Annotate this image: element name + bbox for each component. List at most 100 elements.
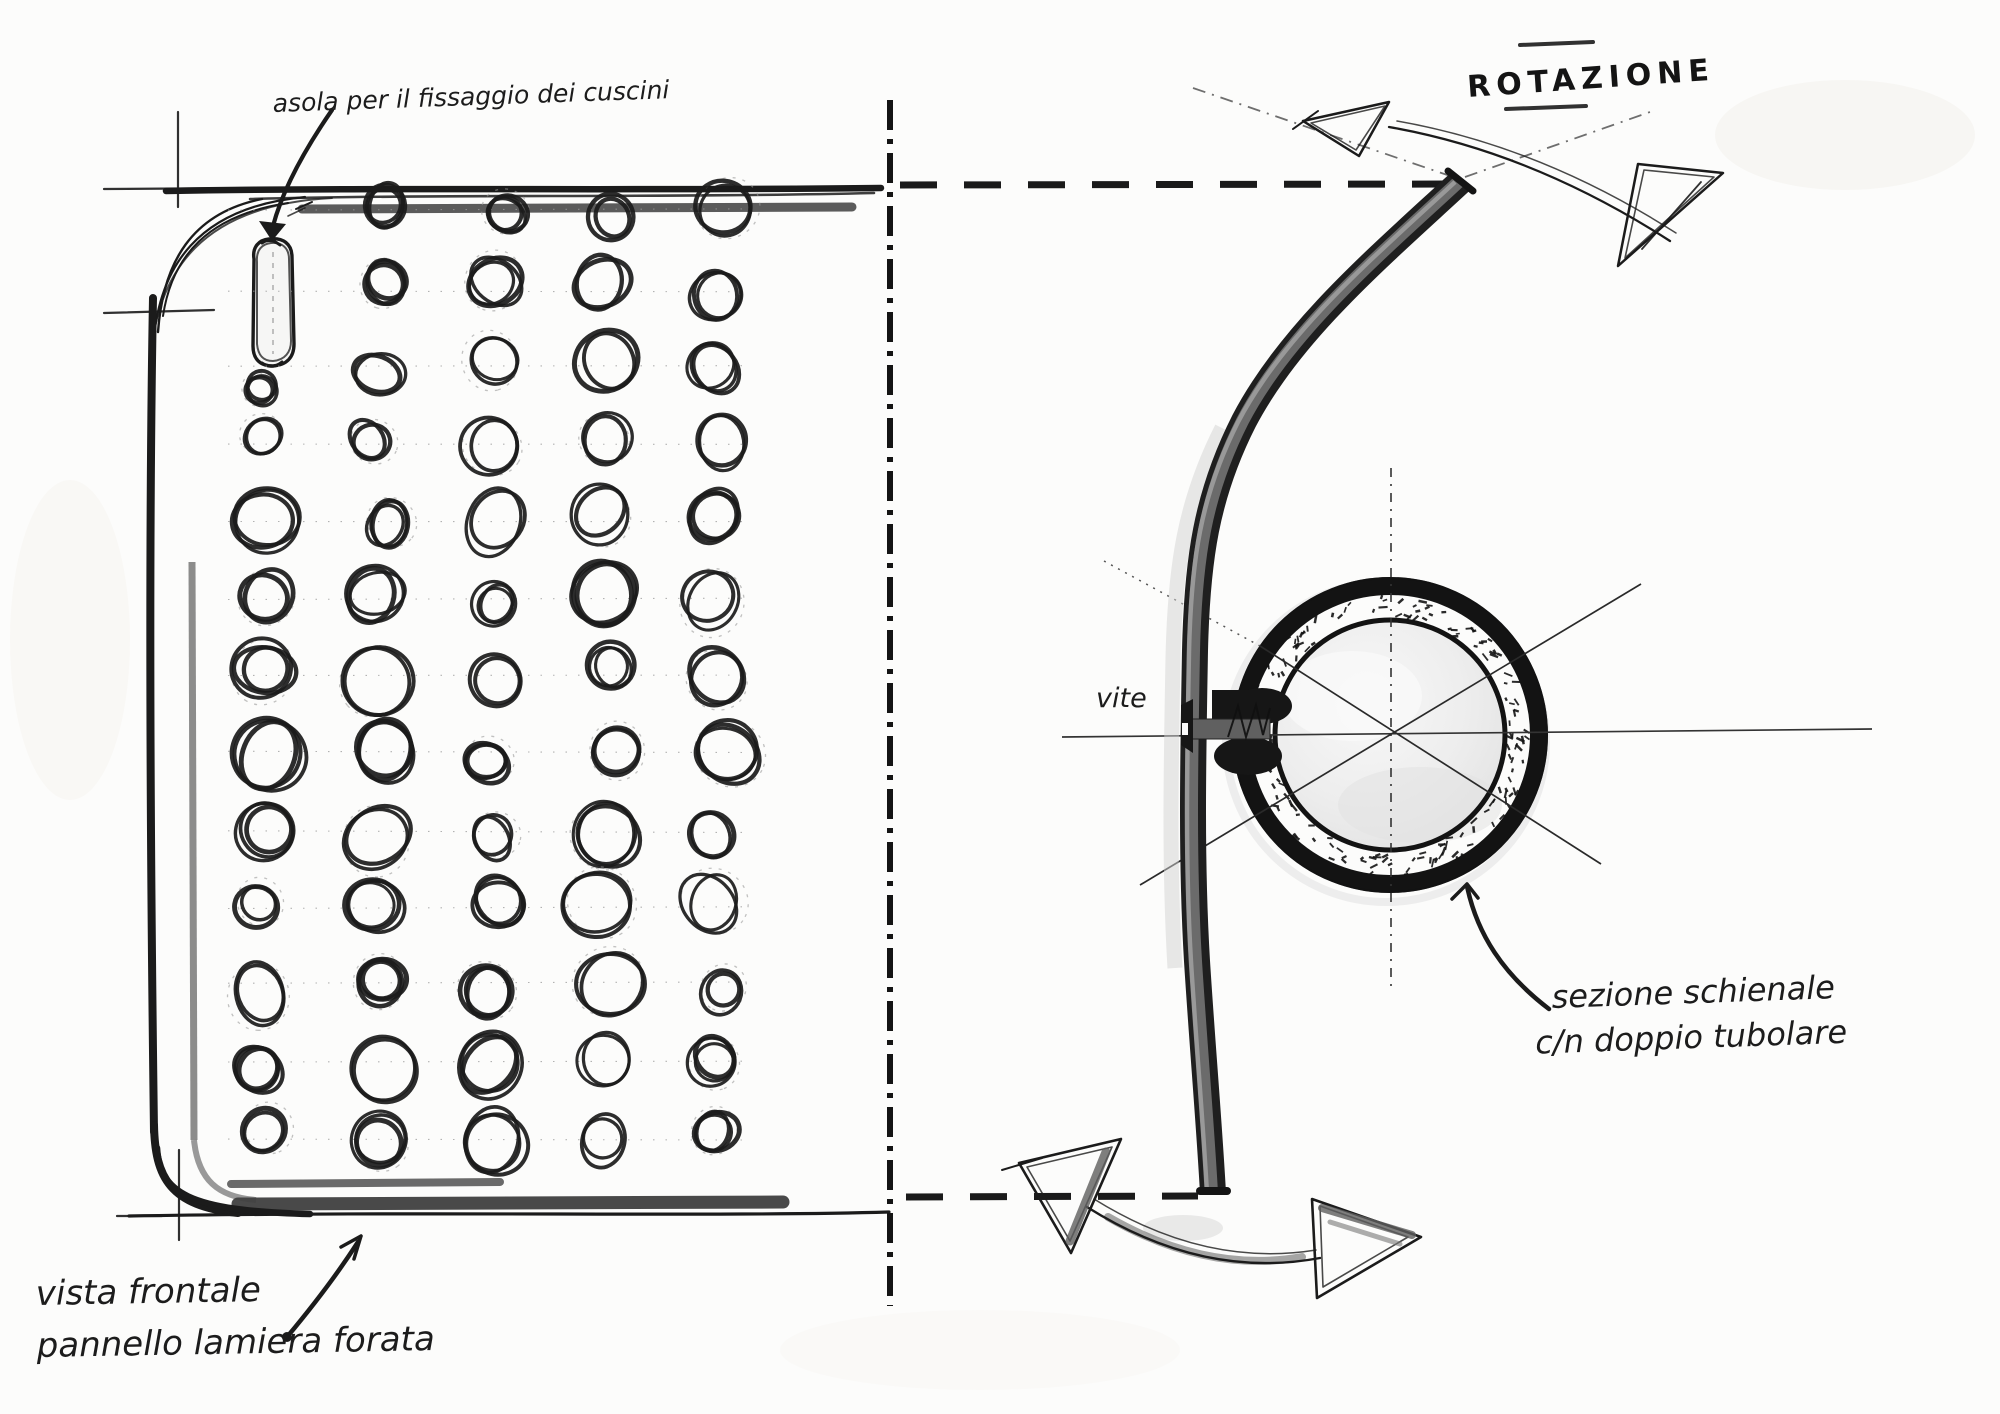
panel-hole: [239, 1101, 295, 1155]
diagonal-axis-line-down: [1259, 645, 1602, 865]
panel-hole: [233, 801, 296, 863]
panel-hole: [461, 329, 520, 392]
panel-hole: [226, 960, 290, 1031]
rotation-indicator-top: ROTAZIONE: [1192, 40, 1725, 268]
panel-hole: [359, 257, 409, 310]
panel-hole: [686, 486, 742, 546]
paper-texture: [10, 80, 1975, 1390]
cushion-fixing-slot: [251, 236, 296, 368]
panel-hole: [232, 876, 285, 930]
section-caption-arrowhead: [1450, 882, 1480, 901]
rotation-axis-ray-left: [1192, 87, 1460, 180]
perforation-hole-grid: [226, 176, 767, 1177]
panel-hole: [341, 803, 413, 878]
panel-hole: [571, 252, 634, 312]
annotations: asola per il fissaggio dei cuscini vista…: [35, 75, 1847, 1366]
screw-label: vite: [1096, 683, 1147, 714]
rotation-label-overline: [1518, 40, 1595, 47]
panel-hole: [229, 715, 309, 793]
panel-hole: [349, 1034, 419, 1105]
panel-hole: [695, 412, 749, 473]
panel-hole: [338, 645, 416, 718]
panel-hole: [584, 639, 637, 691]
front-view-caption-arrowhead: [339, 1234, 363, 1261]
panel-hole: [349, 1109, 409, 1173]
arrowhead-bottom-right: [1310, 1197, 1423, 1300]
tube-top-cap: [1444, 167, 1477, 195]
panel-hole: [237, 567, 296, 627]
panel-hole: [458, 415, 523, 477]
panel-bottom-edge: [127, 1144, 891, 1218]
section-caption-line2: c/n doppio tubolare: [1535, 1013, 1848, 1062]
front-view-caption-line1: vista frontale: [35, 1270, 261, 1314]
slot-annotation-arrowhead: [259, 221, 286, 241]
panel-hole: [229, 486, 302, 555]
panel-hole: [347, 417, 399, 465]
panel-hole: [685, 645, 748, 711]
panel-hole: [575, 1030, 631, 1088]
panel-hole: [364, 496, 418, 550]
top-reference-dashed-line: [899, 180, 1451, 189]
panel-hole: [685, 1033, 741, 1091]
panel-hole: [569, 482, 632, 548]
panel-hole: [585, 191, 636, 243]
corner-scribbles: [149, 195, 333, 363]
panel-hole: [344, 563, 407, 625]
screw-thread-scribble: [1227, 701, 1271, 741]
rotation-label: ROTAZIONE: [1466, 53, 1716, 105]
panel-hole: [569, 558, 639, 629]
panel-hole: [589, 720, 646, 782]
screw-assembly: [1181, 688, 1292, 775]
panel-hole: [229, 636, 299, 706]
tube-section-circle: [1222, 577, 1550, 906]
panel-hole: [241, 368, 279, 408]
panel-hole: [569, 799, 643, 871]
slot-annotation-arrow: [270, 107, 335, 229]
panel-hole: [571, 945, 647, 1018]
panel-hole: [354, 716, 416, 785]
panel-hole: [578, 411, 634, 467]
panel-hole: [571, 327, 641, 394]
arrowhead-top-right: [1616, 162, 1725, 268]
panel-hole: [362, 180, 408, 230]
panel-hole: [238, 413, 284, 456]
panel-hole: [342, 877, 407, 935]
panel-hole: [350, 352, 408, 397]
panel-hole: [462, 1105, 531, 1177]
bottom-reference-dashed-line: [905, 1192, 1199, 1201]
panel-hole: [456, 960, 518, 1021]
panel-hole: [679, 567, 745, 639]
panel-hole: [690, 1105, 742, 1156]
panel-hole: [464, 249, 525, 312]
front-view-panel: [102, 110, 891, 1242]
arrowhead-bottom-left: [1001, 1137, 1123, 1255]
diagonal-axis-line-up: [1139, 583, 1642, 886]
panel-hole: [687, 268, 744, 322]
panel-hole: [464, 486, 527, 559]
rotation-arc-bottom: [1085, 1205, 1322, 1265]
panel-hole: [469, 579, 518, 628]
panel-hole: [698, 963, 747, 1017]
rotation-indicator-bottom: [1001, 1137, 1423, 1300]
panel-hole: [470, 873, 527, 930]
panel-hole: [685, 341, 742, 396]
panel-hole: [579, 1112, 627, 1170]
panel-hole: [480, 188, 531, 235]
panel-hole: [678, 867, 749, 935]
panel-hole: [693, 176, 761, 240]
panel-hole: [462, 735, 515, 786]
rotation-axis-ray-right: [1464, 111, 1651, 178]
panel-hole: [686, 810, 737, 860]
section-caption-line1: sezione schienale: [1551, 968, 1836, 1016]
rotation-label-underline: [1504, 104, 1588, 111]
front-view-caption-arrow: [284, 1239, 361, 1340]
panel-hole: [693, 718, 767, 788]
panel-hole: [457, 1029, 524, 1101]
front-view-caption-line2: pannello lamiera forata: [35, 1319, 435, 1366]
panel-hole: [232, 1044, 285, 1095]
backrest-tube: [1143, 167, 1477, 1241]
panel-hole: [467, 652, 523, 709]
panel-hole: [471, 811, 522, 863]
